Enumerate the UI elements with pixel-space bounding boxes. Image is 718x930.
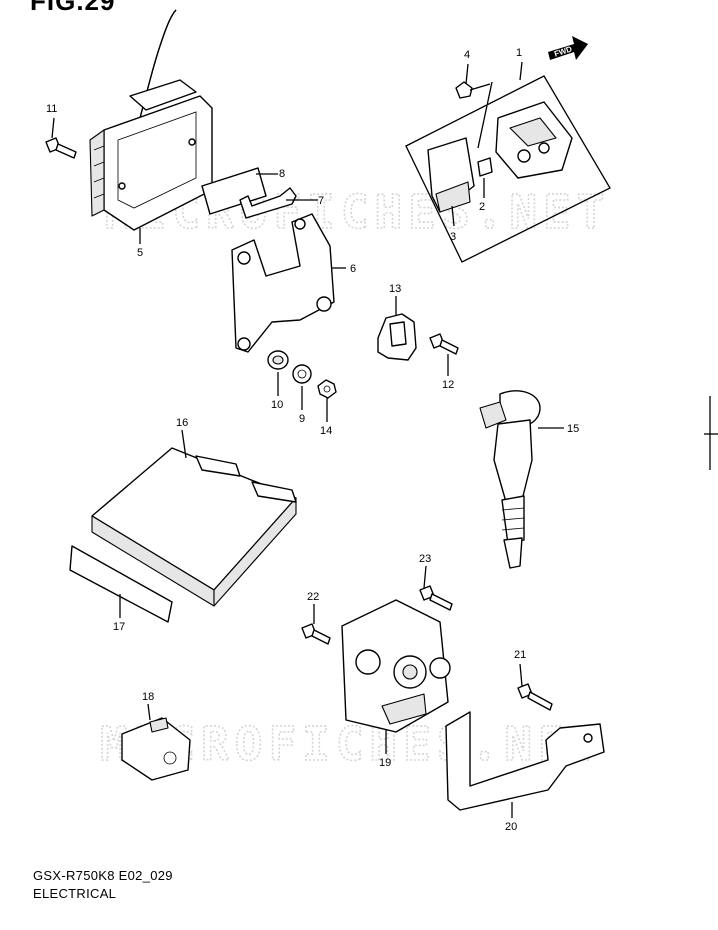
callout-11: 11 bbox=[46, 103, 57, 115]
pad-part-8 bbox=[201, 167, 267, 215]
callout-13: 13 bbox=[389, 283, 401, 295]
callout-15: 15 bbox=[567, 423, 579, 435]
callout-19: 19 bbox=[379, 757, 391, 769]
callout-1: 1 bbox=[516, 47, 522, 59]
fwd-arrow-icon: FWD bbox=[548, 36, 588, 60]
section-name: ELECTRICAL bbox=[33, 886, 117, 901]
callout-14: 14 bbox=[320, 425, 332, 437]
connector-part-18 bbox=[121, 717, 191, 781]
callout-20: 20 bbox=[505, 821, 517, 833]
callout-7: 7 bbox=[318, 195, 324, 207]
screw-part-21 bbox=[517, 683, 553, 711]
callout-5: 5 bbox=[137, 247, 143, 259]
bracket-part-6 bbox=[231, 213, 335, 353]
callout-21: 21 bbox=[514, 649, 526, 661]
callout-6: 6 bbox=[350, 263, 356, 275]
callout-9: 9 bbox=[299, 413, 305, 425]
fwd-label: FWD bbox=[553, 44, 573, 58]
screw-part-22 bbox=[301, 623, 331, 645]
screw-part-12 bbox=[429, 333, 459, 355]
callout-16: 16 bbox=[176, 417, 188, 429]
figure-title: FIG.29 bbox=[30, 0, 116, 16]
relay-part-3 bbox=[427, 137, 475, 213]
callout-17: 17 bbox=[113, 621, 125, 633]
clamp-part-13 bbox=[377, 313, 417, 361]
callout-2: 2 bbox=[479, 201, 485, 213]
ecm-part-16 bbox=[91, 447, 297, 607]
callout-labels: 1 2 3 4 5 6 7 8 9 10 11 12 13 14 15 16 1… bbox=[46, 47, 579, 833]
callout-18: 18 bbox=[142, 691, 154, 703]
callout-4: 4 bbox=[464, 49, 470, 61]
screw-part-23 bbox=[419, 585, 453, 611]
regulator-rectifier-part-5 bbox=[89, 9, 213, 231]
callout-3: 3 bbox=[450, 231, 456, 243]
nut-part-14 bbox=[317, 379, 337, 399]
callout-8: 8 bbox=[279, 168, 285, 180]
grommet-part-10 bbox=[267, 350, 289, 370]
pad-part-17 bbox=[69, 545, 173, 623]
callout-22: 22 bbox=[307, 591, 319, 603]
model-code: GSX-R750K8 E02_029 bbox=[33, 868, 173, 883]
screw-part-4 bbox=[455, 81, 491, 99]
relay-assembly-part-1 bbox=[405, 75, 611, 263]
bolt-part-11 bbox=[45, 137, 77, 159]
bracket-part-20 bbox=[445, 711, 605, 811]
callout-23: 23 bbox=[419, 553, 431, 565]
callout-12: 12 bbox=[442, 379, 454, 391]
sensor-part-19 bbox=[341, 599, 451, 733]
callout-10: 10 bbox=[271, 399, 283, 411]
ignition-coil-part-15 bbox=[479, 390, 541, 569]
collar-part-9 bbox=[292, 364, 312, 384]
clip-part-7 bbox=[239, 187, 297, 219]
leader-lines bbox=[51, 61, 718, 818]
fuse-part-2 bbox=[477, 157, 493, 177]
